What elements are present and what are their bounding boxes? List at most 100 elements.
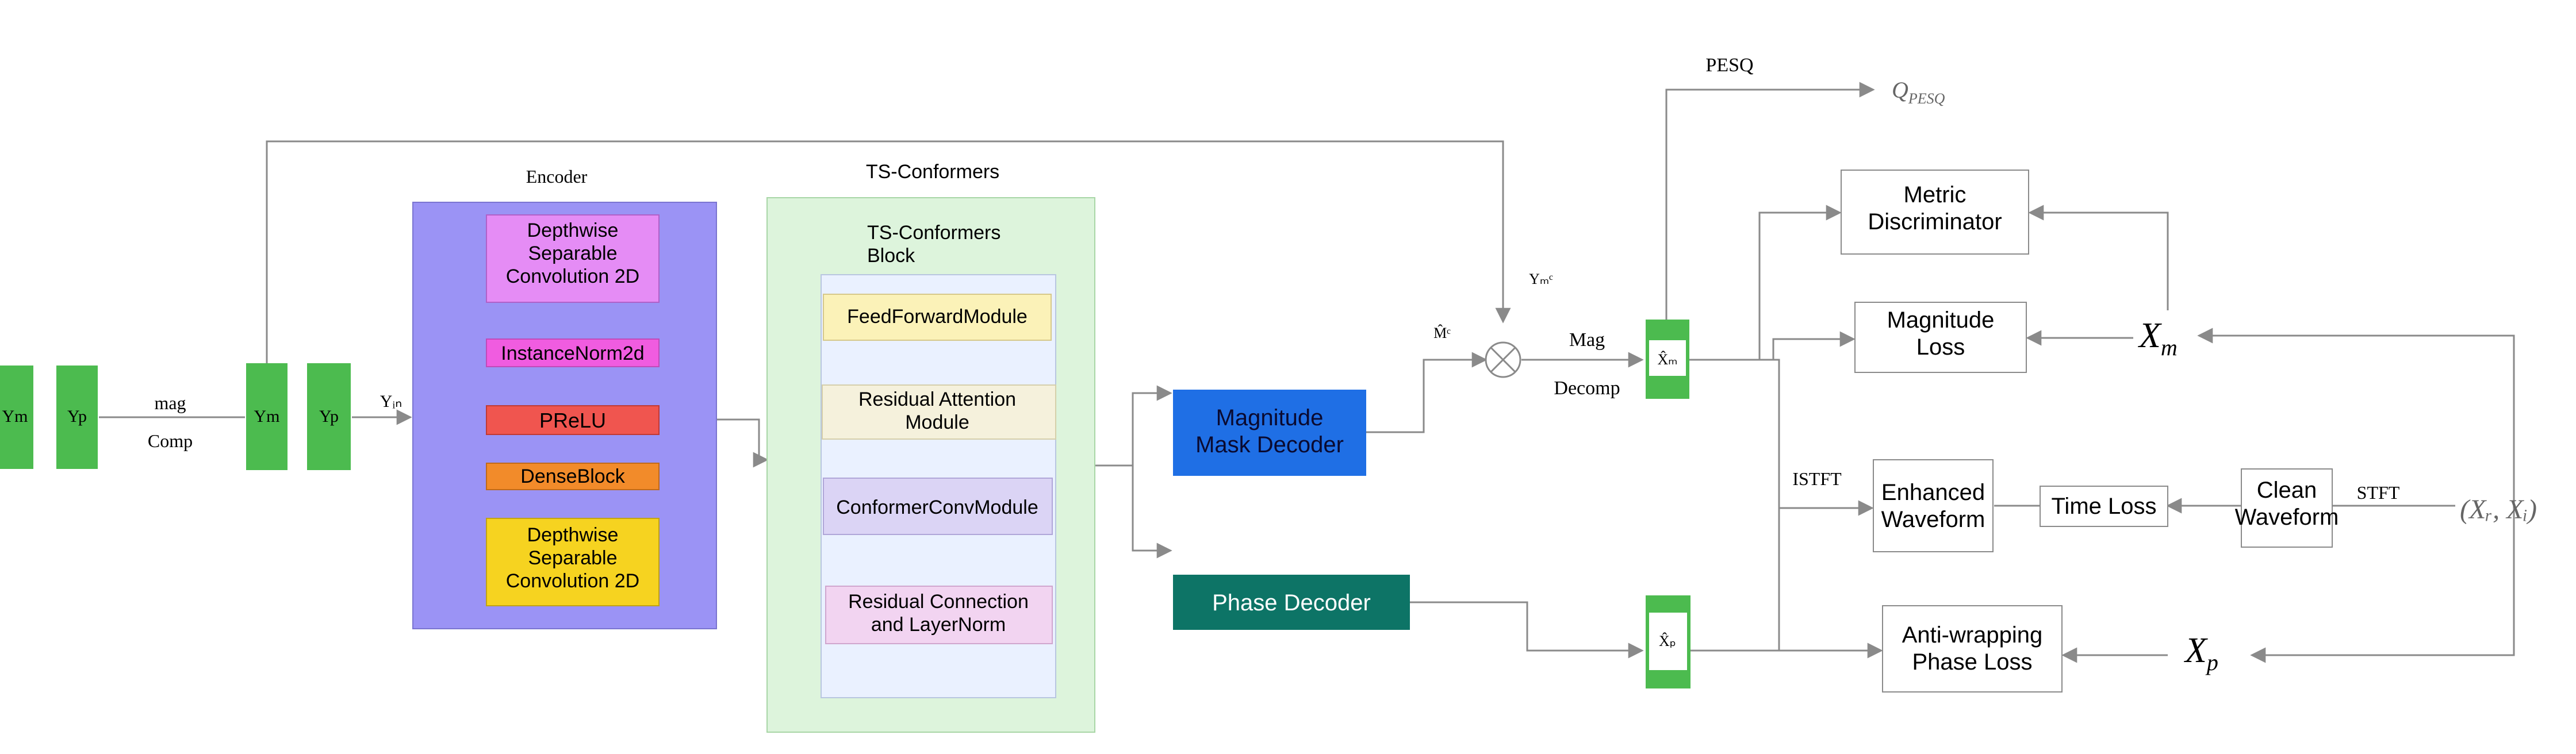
magnitude-loss-label-line: Loss	[1916, 334, 1965, 360]
yin-label: Yᵢₙ	[380, 392, 402, 411]
enhanced-waveform-box	[1873, 459, 1994, 552]
xm-hat-inner	[1649, 340, 1686, 376]
xr-xi-label: (Xᵣ, Xᵢ)	[2460, 494, 2537, 525]
istft-label: ISTFT	[1792, 468, 1842, 489]
ts-title: TS-Conformers	[866, 161, 999, 183]
encoder-block-dsconv-2-label-line: Depthwise	[527, 524, 619, 546]
ts-module-feedforward-label: FeedForwardModule	[847, 306, 1028, 328]
ts-module-feedforward	[823, 294, 1052, 341]
encoder-block-dense	[486, 463, 660, 490]
mag-decomp-line1: Mag	[1569, 329, 1605, 351]
edge-loop-to-xp	[2250, 506, 2515, 663]
encoder-block-dsconv-2	[486, 518, 660, 606]
mask-multiply: M̂ᶜ Yₘᶜ Mag Decomp	[1433, 271, 1620, 399]
xp-sub: p	[2205, 649, 2218, 675]
ts-module-conv-label: ConformerConvModule	[836, 497, 1038, 518]
encoder-block-instnorm	[486, 338, 660, 367]
q-pesq-label: QPESQ	[1892, 77, 1945, 107]
encoder-block-dsconv-1	[486, 214, 660, 303]
xp-label: Xp	[2183, 631, 2218, 675]
encoder-block-instnorm-label: InstanceNorm2d	[501, 343, 644, 364]
xm-sub: m	[2161, 334, 2178, 360]
edge-ts-to-decoders	[1095, 385, 1172, 467]
anti-wrapping-box	[1882, 605, 2063, 693]
ts-block-title-line: Block	[867, 245, 915, 267]
xp-hat-label: X̂ₚ	[1659, 633, 1676, 649]
ts-module-attention-label-line: Residual Attention	[858, 388, 1016, 410]
xp-base: X	[2183, 631, 2208, 670]
ym-right-bar	[246, 363, 288, 470]
clean-waveform-label-line: Waveform	[2235, 505, 2339, 530]
clean-waveform-label-line: Clean	[2257, 478, 2317, 503]
magnitude-decoder-label-line: Magnitude	[1216, 405, 1324, 430]
ts-module-attention-label-line: Module	[905, 411, 969, 433]
ymc-label: Yₘᶜ	[1529, 271, 1553, 287]
yp-left-bar	[56, 366, 98, 469]
edge-xm-istft	[1689, 359, 1780, 651]
xm-label: Xm	[2137, 316, 2178, 360]
input-stack-left: Ym Yp mag Comp Ym Yp Yᵢₙ	[0, 363, 402, 470]
ts-module-conv	[823, 478, 1053, 535]
edge-encoder-to-ts	[716, 418, 769, 468]
ts-module-residual-label-line: Residual Connection	[848, 591, 1029, 613]
ts-module-residual	[825, 586, 1053, 644]
ym-right-label: Ym	[254, 407, 280, 426]
metric-discriminator-box	[1841, 170, 2029, 255]
stft-label: STFT	[2357, 482, 2400, 503]
clean-waveform-box	[2241, 468, 2333, 548]
enhanced-waveform-label-line: Enhanced	[1881, 480, 1985, 505]
encoder-block-dsconv-1-label-line: Convolution 2D	[506, 266, 639, 287]
comp-label: Comp	[148, 430, 193, 451]
magnitude-decoder-box	[1173, 390, 1366, 476]
encoder-block-prelu-label: PReLU	[539, 409, 606, 432]
q-pesq-base: Q	[1892, 77, 1908, 103]
edge-xm-pesq	[1665, 82, 1875, 321]
encoder-block-dsconv-2-label-line: Convolution 2D	[506, 570, 639, 592]
edge-ym-skip	[266, 140, 1511, 363]
anti-wrapping-label-line: Phase Loss	[1912, 649, 2032, 675]
ym-left-label: Ym	[2, 407, 28, 426]
enhanced-waveform-label-line: Waveform	[1881, 507, 1985, 532]
encoder-block-dsconv-1-label-line: Separable	[528, 243, 617, 264]
edge-xm-magloss	[1689, 331, 1856, 361]
connectors	[99, 82, 2515, 663]
q-pesq-sub: PESQ	[1908, 90, 1945, 107]
ym-left-bar	[0, 366, 33, 469]
mag-label: mag	[154, 393, 186, 413]
edge-phasedec-to-xp	[1410, 601, 1644, 659]
yp-left-label: Yp	[67, 407, 87, 426]
encoder-block-dsconv-2-label-line: Separable	[528, 547, 617, 569]
magnitude-loss-label-line: Magnitude	[1887, 307, 1995, 333]
xm-hat-label: X̂ₘ	[1658, 351, 1678, 368]
metric-discriminator-label-line: Metric	[1904, 182, 1966, 207]
encoder-block-prelu	[486, 405, 660, 435]
ts-block-title-line: TS-Conformers	[867, 222, 1000, 244]
edge-xm-metric-loop	[2028, 205, 2169, 310]
encoder-title: Encoder	[526, 166, 588, 187]
ts-module-attention	[822, 384, 1056, 440]
ts-module-residual-label-line: and LayerNorm	[871, 614, 1006, 636]
mask-label: M̂ᶜ	[1433, 325, 1451, 341]
encoder-block-dense-label: DenseBlock	[520, 466, 625, 487]
edge-xm-metric	[1689, 205, 1842, 361]
anti-wrapping-label-line: Anti-wrapping	[1902, 622, 2043, 648]
edge-magdec-to-mult	[1366, 352, 1488, 433]
phase-decoder-box	[1173, 575, 1410, 630]
xp-hat-token: X̂ₚ	[1646, 595, 1690, 688]
yp-right-label: Yp	[319, 407, 339, 426]
metric-discriminator-label-line: Discriminator	[1868, 209, 2002, 234]
